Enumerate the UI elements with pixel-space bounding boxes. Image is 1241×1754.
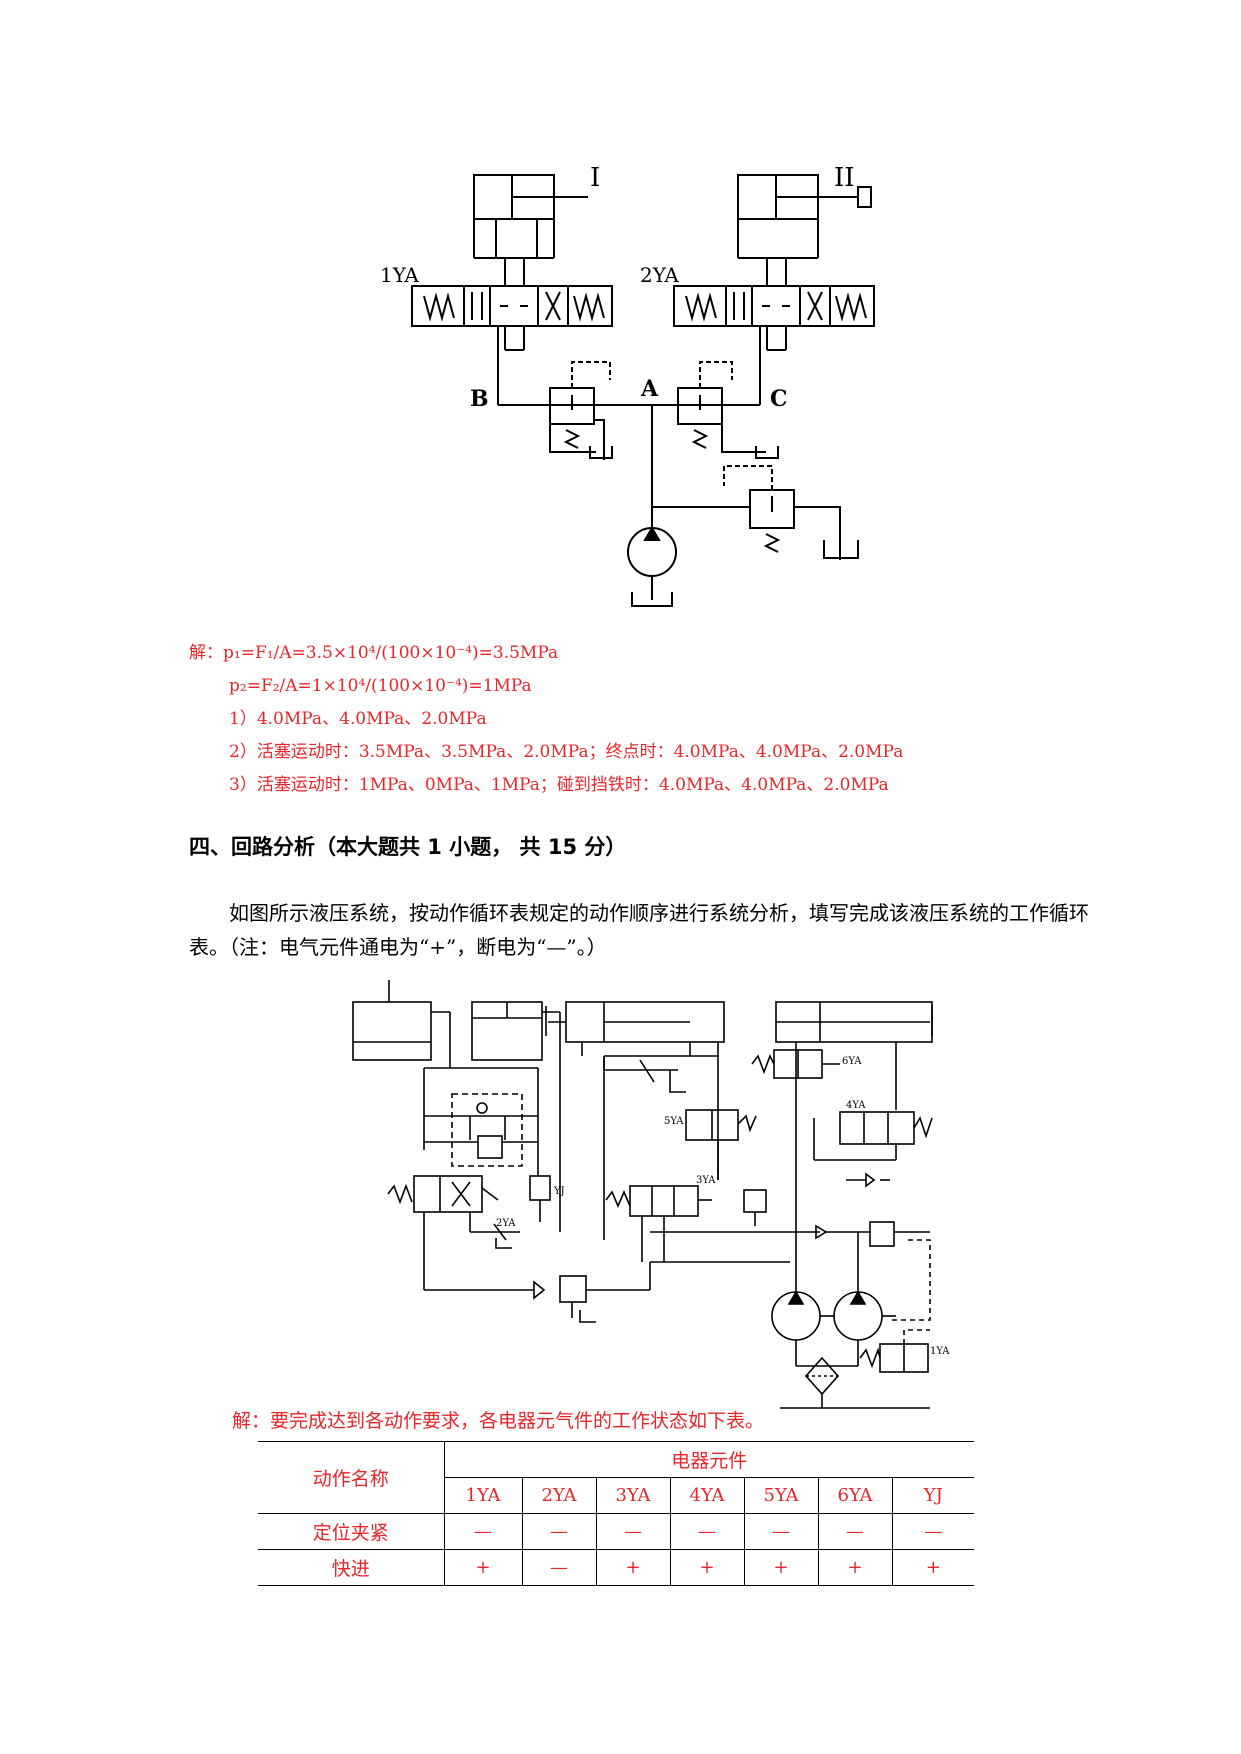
double-pump [771, 1290, 896, 1367]
table-cell: + [595, 1549, 670, 1586]
col-6ya: 6YA [817, 1477, 892, 1514]
col-1ya: 1YA [443, 1477, 522, 1514]
table-cell: + [817, 1549, 892, 1586]
hydraulic-circuit-diagram-1: I II [380, 163, 875, 607]
label-1ya: 1YA [930, 1346, 950, 1357]
table-cell: — [521, 1513, 596, 1550]
col-yj: YJ [891, 1477, 974, 1514]
label-5ya: 5YA [664, 1116, 684, 1127]
node-a-label: A [640, 376, 659, 402]
clamp-cylinders [352, 980, 561, 1232]
table-cell: + [743, 1549, 818, 1586]
valve-2ya [387, 1175, 520, 1290]
label-3ya: 3YA [696, 1175, 716, 1186]
col-4ya: 4YA [669, 1477, 744, 1514]
work-cycle-table: 动作名称 电器元件 1YA 2YA 3YA 4YA 5YA 6YA YJ 定位夹… [258, 1441, 974, 1586]
label-6ya: 6YA [842, 1056, 862, 1067]
valve-6ya [751, 1049, 840, 1079]
table-cell: — [891, 1513, 974, 1550]
table-cell: — [669, 1513, 744, 1550]
col-5ya: 5YA [743, 1477, 818, 1514]
row-name: 快进 [258, 1549, 444, 1586]
header-action-name: 动作名称 [258, 1441, 444, 1514]
node-c-label: C [770, 386, 788, 412]
section-title: 四、回路分析（本大题共 1 小题， 共 15 分） [189, 835, 627, 859]
table-cell: — [595, 1513, 670, 1550]
valve-5ya [685, 1109, 757, 1180]
label-2ya: 2YA [496, 1218, 516, 1229]
directional-valve-2ya [673, 258, 875, 351]
cylinder-i [473, 174, 588, 259]
table-cell: — [743, 1513, 818, 1550]
main-pressure-lines [497, 326, 761, 530]
table-cell: + [443, 1549, 522, 1586]
cylinder-ii [737, 174, 872, 259]
solution1-line4: 2）活塞运动时：3.5MPa、3.5MPa、2.0MPa；终点时：4.0MPa、… [229, 742, 904, 762]
table-cell: + [669, 1549, 744, 1586]
row-name: 定位夹紧 [258, 1513, 444, 1550]
pressure-switch-yj [529, 1124, 551, 1222]
pressure-valve-right [677, 361, 779, 459]
label-4ya: 4YA [846, 1100, 866, 1111]
node-b-label: B [470, 386, 489, 412]
directional-valve-1ya [411, 258, 613, 351]
question-paragraph: 如图所示液压系统，按动作循环表规定的动作顺序进行系统分析，填写完成该液压系统的工… [189, 901, 1089, 959]
filter-tank [780, 1356, 930, 1409]
table-cell: — [521, 1549, 596, 1586]
col-3ya: 3YA [595, 1477, 670, 1514]
solution1-line2: p₂=F₂/A=1×10⁴/(100×10⁻⁴)=1MPa [229, 676, 532, 696]
cylinder-ii-label: II [834, 163, 855, 193]
table-cell: — [817, 1513, 892, 1550]
solution1-line5: 3）活塞运动时：1MPa、0MPa、1MPa；碰到挡铁时：4.0MPa、4.0M… [229, 775, 889, 795]
check-reducing-valve [424, 1275, 650, 1323]
feed-cylinder-middle [545, 1001, 725, 1240]
valve-2ya-label: 2YA [640, 263, 679, 287]
valve-3ya [605, 1185, 820, 1290]
cylinder-i-label: I [590, 163, 600, 193]
table-cell: + [891, 1549, 974, 1586]
valve-1ya-label: 1YA [380, 263, 419, 287]
pump-area-valves [743, 1189, 931, 1321]
solution1-line1: 解：p₁=F₁/A=3.5×10⁴/(100×10⁻⁴)=3.5MPa [189, 643, 559, 663]
header-electrical-components: 电器元件 [443, 1441, 974, 1478]
solution2-intro: 解：要完成达到各动作要求，各电器元气件的工作状态如下表。 [232, 1410, 765, 1432]
valve-1ya [859, 1329, 930, 1373]
relief-valve-pump [652, 465, 859, 560]
pressure-valve-left [549, 361, 613, 460]
sequence-valve-block [424, 1093, 538, 1167]
hydraulic-pump [627, 526, 677, 607]
table-row: 定位夹紧 — — — — — — — [258, 1513, 974, 1550]
table-cell: — [443, 1513, 522, 1550]
label-yj: YJ [553, 1186, 565, 1197]
solution1-line3: 1）4.0MPa、4.0MPa、2.0MPa [229, 709, 487, 729]
col-2ya: 2YA [521, 1477, 596, 1514]
table-row: 快进 + — + + + + + [258, 1549, 974, 1586]
feed-cylinder-right [775, 1001, 933, 1232]
valve-4ya [813, 1111, 933, 1188]
